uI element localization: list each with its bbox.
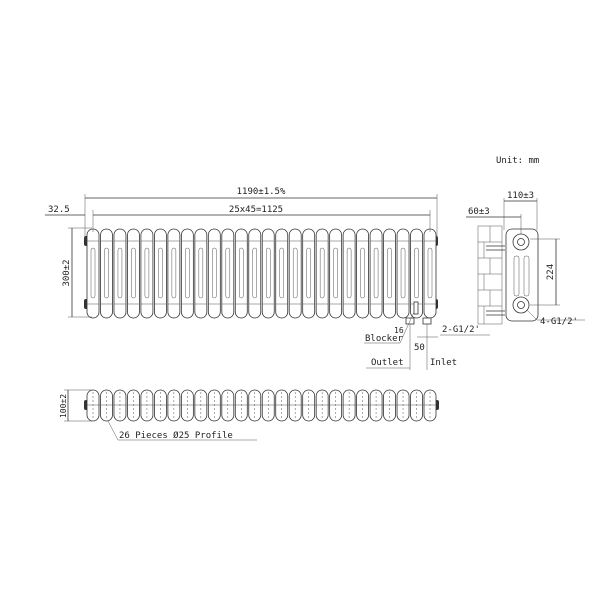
profile-tube: [369, 389, 383, 422]
radiator-section: [140, 228, 154, 319]
profile-tube: [410, 389, 423, 422]
radiator-section: [234, 228, 248, 319]
profile-label: 26 Pieces Ø25 Profile: [119, 430, 233, 441]
profile-tube: [302, 389, 316, 422]
radiator-section: [342, 228, 356, 319]
upper-port: [512, 233, 530, 251]
profile-tube: [140, 389, 154, 422]
side-view: 110±3 60±3 224 4-G1/2': [466, 191, 585, 327]
profile-tube: [329, 389, 343, 422]
radiator-section: [410, 228, 423, 319]
radiator-section: [261, 228, 275, 319]
profile-tube: [180, 389, 194, 422]
profile-tube: [167, 389, 181, 422]
radiator-section: [207, 228, 221, 319]
blocker-offset-label: 16: [394, 326, 404, 335]
profile-tube: [423, 389, 437, 422]
profile-tube: [396, 389, 410, 422]
radiator-section: [275, 228, 289, 319]
profile-tube: [248, 389, 262, 422]
radiator-section: [329, 228, 343, 319]
outlet-label: Outlet: [371, 358, 404, 368]
inlet-label: Inlet: [430, 358, 457, 368]
radiator-section: [180, 228, 194, 319]
front-sections: [84, 228, 438, 319]
blocker: [413, 301, 419, 315]
radiator-section: [288, 228, 302, 319]
profile-tube: [207, 389, 221, 422]
profile-tube: [100, 389, 113, 422]
radiator-section: [100, 228, 113, 319]
port-label: 4-G1/2': [540, 317, 578, 327]
profile-tube: [127, 389, 140, 422]
port-leader: [526, 309, 585, 321]
radiator-section: [194, 228, 208, 319]
port-spacing-label: 224: [546, 264, 556, 280]
blocker-label: Blocker: [365, 334, 404, 344]
radiator-section: [356, 228, 370, 319]
profile-tube: [86, 389, 100, 422]
blocker-leader: [364, 311, 415, 344]
radiator-section: [369, 228, 383, 319]
inlet-valve: [422, 317, 432, 325]
front-view: 1190±1.5% 32.5 25x45=1125 300±2 16 Block…: [45, 187, 490, 370]
radiator-section: [383, 228, 396, 319]
wall: [477, 225, 503, 325]
side-depth-label: 110±3: [507, 191, 534, 201]
radiator-section: [127, 228, 140, 319]
radiator-side-body: [505, 228, 539, 322]
inlet-spacing-label: 50: [414, 343, 425, 353]
radiator-section: [423, 228, 437, 319]
profile-tube: [356, 389, 370, 422]
radiator-section: [167, 228, 181, 319]
top-depth-label: 100±2: [59, 394, 68, 418]
overall-width-label: 1190±1.5%: [237, 187, 286, 197]
section-span-label: 25x45=1125: [229, 205, 283, 215]
wall-distance-label: 60±3: [468, 207, 490, 217]
connection-label: 2-G1/2': [442, 325, 480, 335]
profile-tube: [288, 389, 302, 422]
top-view: 100±2 26 Pieces Ø25 Profile: [59, 389, 439, 441]
profile-tube: [342, 389, 356, 422]
height-label: 300±2: [62, 259, 72, 286]
profile-tube: [261, 389, 275, 422]
radiator-section: [153, 228, 167, 319]
profile-tube: [383, 389, 396, 422]
profile-tube: [194, 389, 208, 422]
unit-label: Unit: mm: [496, 156, 539, 166]
lower-port: [512, 296, 530, 314]
profile-tube: [315, 389, 329, 422]
profile-tube: [153, 389, 167, 422]
profile-tube: [221, 389, 235, 422]
radiator-section: [396, 228, 410, 319]
radiator-section: [315, 228, 329, 319]
radiator-section: [302, 228, 316, 319]
radiator-section: [113, 228, 127, 319]
radiator-section: [248, 228, 262, 319]
end-offset-label: 32.5: [48, 205, 70, 215]
profile-leader: [107, 420, 257, 441]
top-sections: [84, 389, 439, 422]
radiator-section: [86, 228, 100, 319]
profile-tube: [234, 389, 248, 422]
profile-tube: [113, 389, 127, 422]
radiator-section: [221, 228, 235, 319]
profile-tube: [275, 389, 289, 422]
